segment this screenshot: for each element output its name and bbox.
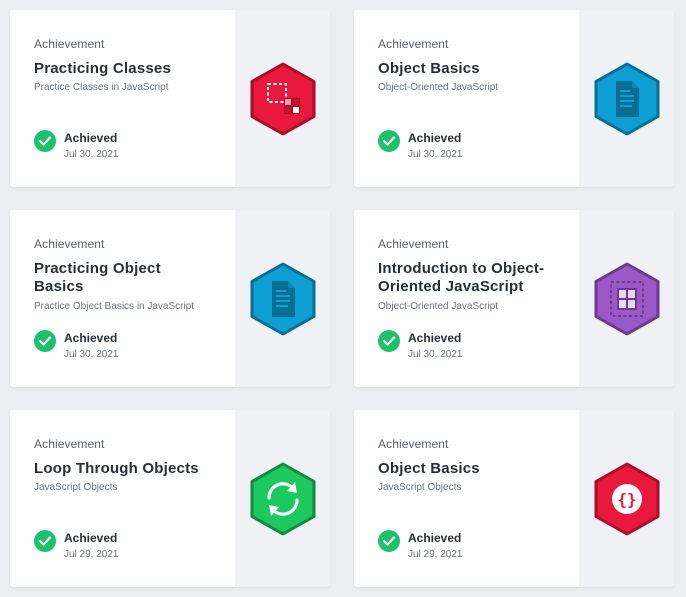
achievement-title: Object Basics [378,60,480,77]
curly-braces-icon: {} [594,462,659,535]
achievement-subtitle: Practice Object Basics in JavaScript [34,301,195,312]
achievement-title: Loop Through Objects [34,460,199,477]
status-text: Achieved [64,331,118,345]
badge-panel: {} [579,410,674,587]
svg-text:{}: {} [617,490,636,509]
achieved-date: Jul 29, 2021 [408,549,463,560]
achievement-card[interactable]: Achievement Object Basics Object-Oriente… [354,10,674,187]
status-text: Achieved [408,331,462,345]
achievement-subtitle: JavaScript Objects [378,482,462,493]
achievement-label: Achievement [34,237,105,251]
achievement-card[interactable]: Achievement Practicing Object Basics Pra… [10,210,330,387]
checkmark-icon [34,330,56,352]
achieved-date: Jul 30, 2021 [64,149,119,160]
achievement-title: Practicing Classes [34,60,172,77]
achieved-date: Jul 30, 2021 [408,349,463,360]
loop-arrows-icon [250,462,315,535]
document-icon [594,62,659,135]
layout-grid-icon [594,262,659,335]
badge-panel [235,410,330,587]
achievement-label: Achievement [378,437,449,451]
achieved-date: Jul 30, 2021 [408,149,463,160]
achievement-card[interactable]: Achievement Introduction to Object-Orien… [354,210,674,387]
achievement-label: Achievement [34,437,105,451]
achievement-card[interactable]: Achievement Object Basics JavaScript Obj… [354,410,674,587]
achieved-date: Jul 30, 2021 [64,349,119,360]
badge-panel [579,210,674,387]
status-text: Achieved [408,131,462,145]
achievement-subtitle: Object-Oriented JavaScript [378,301,499,312]
badge-panel [579,10,674,187]
checkmark-icon [378,530,400,552]
badge-panel [235,10,330,187]
checkmark-icon [34,130,56,152]
achievement-title: Introduction to Object-Oriented JavaScri… [378,260,545,295]
checkmark-icon [378,330,400,352]
achievement-label: Achievement [34,37,105,51]
achievement-label: Achievement [378,37,449,51]
achievement-subtitle: Practice Classes in JavaScript [34,82,169,93]
achievement-title: Practicing Object Basics [34,260,161,295]
status-text: Achieved [64,531,118,545]
status-text: Achieved [64,131,118,145]
achievement-subtitle: JavaScript Objects [34,482,118,493]
checkmark-icon [34,530,56,552]
achievement-card[interactable]: Achievement Practicing Classes Practice … [10,10,330,187]
classes-grid-icon [250,62,315,135]
status-text: Achieved [408,531,462,545]
achievement-card[interactable]: Achievement Loop Through Objects JavaScr… [10,410,330,587]
badge-panel [235,210,330,387]
achieved-date: Jul 29, 2021 [64,549,119,560]
checkmark-icon [378,130,400,152]
document-icon [250,262,315,335]
achievement-label: Achievement [378,237,449,251]
achievement-subtitle: Object-Oriented JavaScript [378,82,499,93]
achievement-title: Object Basics [378,460,480,477]
